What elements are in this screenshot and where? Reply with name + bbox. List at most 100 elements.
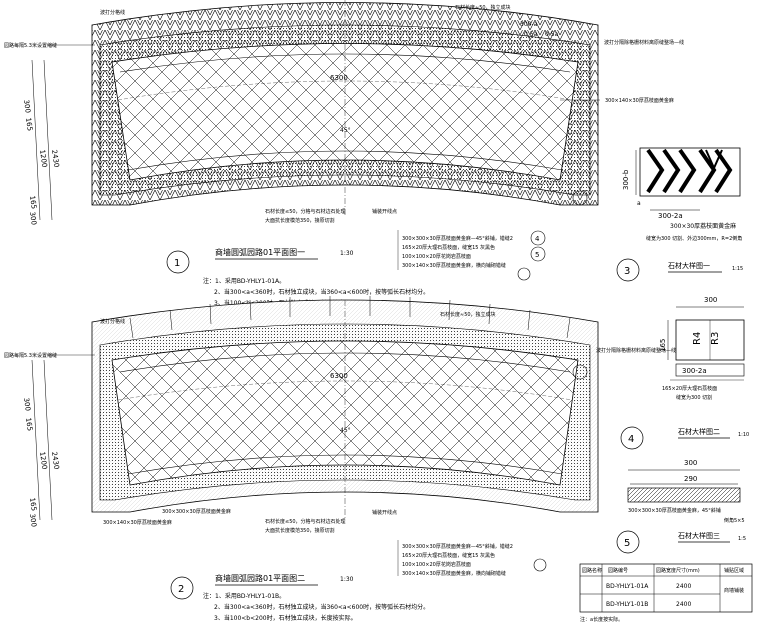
plan2-note-3: 3、当100<b<200时，石材独立成块，长度按实际。	[214, 614, 357, 622]
detail2-dim-left: 165	[659, 339, 667, 352]
plan2-note-1: 注：1、采用BD-YHLY1-01B。	[203, 592, 285, 600]
plan1-marker-4: 4	[535, 235, 540, 243]
detail2-callout-2: 缝宽为300 切割	[676, 394, 712, 401]
plan2-note-2: 2、当300<a<360时，石材独立成块，当360<a<600时，按等弧长石材均…	[214, 603, 429, 611]
detail2-callout-1: 165×20厚大理石荔枝面	[662, 385, 717, 392]
plan2-paving-callout-2: 300×140×30厚荔枝面黄金麻	[103, 519, 172, 526]
table-row1-width: 2400	[676, 583, 691, 590]
detail1-num: 3	[624, 266, 630, 277]
plan1-note-2: 2、当300<a<360时，石材独立成块，当360<a<600时，按等弧长石材均…	[214, 288, 429, 296]
plan1-legend-3: 100×100×20厚花岗岩荔枝面	[402, 253, 471, 260]
plan1-marker-5: 5	[535, 251, 539, 259]
detail1-dim-side: 300-b	[622, 169, 630, 190]
plan2-stone-right-label: 波打分隔除格栅材料离原缝整场—线	[596, 347, 676, 354]
plan2-title: 商墙圆弧园路01平面图二	[215, 573, 305, 583]
plan2-legend-2: 165×20厚大理石荔枝面，缝宽15 灰黑色	[402, 552, 495, 559]
plan2-dim-165b: 165	[28, 497, 38, 511]
table-header-1: 园路名称	[582, 567, 602, 574]
detail3-scale: 1:5	[738, 536, 746, 542]
table-merged-cell: 商墙铺装	[724, 587, 744, 594]
detail3-num: 5	[624, 538, 630, 549]
plan1-num-circle	[166, 250, 190, 274]
plan1-num: 1	[174, 258, 180, 269]
plan1-edge-note: 园路每隔5.3米设置缩缝	[4, 42, 57, 49]
plan1-joint-line: 铺装开线点	[372, 208, 397, 215]
table-footnote: 注：a长度按实际。	[580, 616, 623, 623]
plan1-dim-165b: 165	[28, 195, 38, 209]
detail-3: 300 290 300×300×30厚荔枝面黄金麻，45°斜铺 倒角5×5 5 …	[616, 459, 746, 554]
table-header-2: 园路编号	[608, 567, 628, 574]
plan2-bond-line-label: 波打分格线	[100, 318, 125, 325]
detail2-r-right: R3	[710, 332, 721, 345]
plan1-stone-bottom-2: 大面抗长度模范350，接原切割	[265, 217, 335, 224]
plan2-num: 2	[178, 584, 184, 595]
detail1-note: 缝宽为300 切割、外边300mm，R=2倒角	[646, 235, 742, 242]
plan2-left-dims: 300 165 1200 165 300 2430	[22, 359, 60, 528]
plan1-scale: 1:30	[340, 250, 354, 257]
detail1-dim-small: a	[637, 200, 641, 207]
plan2-stone-bottom-2: 大面抗长度模范350，接原切割	[265, 527, 335, 534]
plan2-legend: 300×300×30厚荔枝面黄金麻—45°斜铺，错缝2 165×20厚大理石荔枝…	[397, 540, 513, 577]
plan2-dim-1200: 1200	[38, 451, 48, 470]
plan1-left-dims: 300 165 1200 165 300 2430	[22, 59, 60, 226]
detail2-dim-top: 300	[704, 296, 717, 304]
plan2-stone-top-label: 石材长度≈50，独立成块	[440, 311, 496, 318]
plan2-paving-callout-1: 300×300×30厚荔枝面黄金麻	[162, 508, 231, 515]
plan2-dim-2430: 2430	[50, 451, 60, 470]
table-row1-code: BD-YHLY1-01A	[606, 583, 649, 590]
plan1-paving-callout: 300×140×30厚荔枝面黄金麻	[605, 97, 674, 104]
plan2-legend-1: 300×300×30厚荔枝面黄金麻—45°斜铺，错缝2	[402, 543, 513, 550]
detail2-title: 石材大样图二	[678, 427, 720, 436]
detail2-num: 4	[628, 434, 634, 445]
plan2-block-ring	[129, 296, 571, 339]
plan1-legend-1: 300×300×30厚荔枝面黄金麻—45°斜铺，错缝2	[402, 235, 513, 242]
plan2-dim-165: 165	[24, 417, 34, 431]
plan2-legend-4: 300×140×30厚荔枝面黄金麻，横向铺砌错缝	[402, 570, 506, 577]
plan1-bond-line-label: 波打分格线	[100, 9, 125, 16]
detail-1: 300-b a 300-2a 300×30厚荔枝面黄金麻 缝宽为300 切割、外…	[616, 147, 743, 282]
detail3-dim-top: 300	[684, 459, 697, 467]
plan2-stone-bottom-1: 石材长度≤50，分格与石材边石处理	[265, 518, 346, 525]
plan-2: 300 165 1200 165 300 2430 园路每隔5.3米设置缩缝 波…	[4, 296, 676, 622]
plan1-dim-05a: 0.5a	[524, 31, 538, 38]
plan2-angle: 45°	[340, 427, 351, 434]
plan1-legend-4: 300×140×30厚荔枝面黄金麻，横向铺砌错缝	[402, 262, 506, 269]
plan2-width-dim: 6300	[330, 372, 348, 380]
plan1-dim-2430: 2430	[50, 149, 60, 168]
detail2-dim-inner: 300-2a	[682, 367, 707, 375]
detail1-dim-bottom: 300-2a	[658, 212, 683, 220]
table-header-3: 园路宽度尺寸(mm)	[656, 567, 700, 574]
plan1-dim-165: 165	[24, 117, 34, 131]
detail1-scale: 1:15	[732, 266, 743, 272]
detail2-r-left: R4	[692, 332, 703, 345]
plan1-dim-05a-b: 0.5a	[545, 31, 559, 38]
detail3-callout: 300×300×30厚荔枝面黄金麻，45°斜铺	[628, 507, 721, 514]
plan1-stone-bottom-1: 石材长度≤50，分格与石材边石处理	[265, 208, 346, 215]
plan1-stone-top-label: 石材长度≈50，独立成块	[455, 4, 511, 11]
plan1-dim-1200: 1200	[38, 149, 48, 168]
plan2-legend-3: 100×100×20厚花岗岩荔枝面	[402, 561, 471, 568]
detail-2: 300 165 R4 R3 300-2a 165×20厚大理石荔枝面 缝宽为30…	[620, 296, 749, 450]
plan1-dim-300a: 300-a	[520, 21, 538, 28]
plan2-edge-note: 园路每隔5.3米设置缩缝	[4, 352, 57, 359]
plan-1: 300 165 1200 165 300 2430 园路每隔5.3米设置缩缝 波…	[4, 0, 684, 307]
plan1-dim-300b: 300	[28, 211, 38, 225]
plan1-stone-right-label: 波打分隔除格栅材料离原缝整场—线	[604, 39, 684, 46]
roads-table: 园路名称 园路编号 园路宽度尺寸(mm) 铺贴区域 BD-YHLY1-01A 2…	[579, 563, 753, 623]
plan2-dim-300b: 300	[28, 513, 38, 527]
plan2-dim-300: 300	[22, 397, 32, 411]
plan1-note-1: 注：1、采用BD-YHLY1-01A。	[203, 277, 285, 285]
plan1-legend-2: 165×20厚大理石荔枝面，缝宽15 灰黑色	[402, 244, 495, 251]
plan2-num-circle	[170, 576, 194, 600]
detail3-dim-mid: 290	[684, 475, 697, 483]
plan1-angle: 45°	[340, 127, 351, 134]
detail1-callout: 300×30厚荔枝面黄金麻	[670, 222, 736, 230]
detail1-title: 石材大样图一	[668, 261, 710, 270]
plan2-joint-line: 铺装开线点	[372, 509, 397, 516]
plan1-width-dim: 6300	[330, 74, 348, 82]
table-row2-code: BD-YHLY1-01B	[606, 601, 648, 608]
table-row2-width: 2400	[676, 601, 691, 608]
detail2-scale: 1:10	[738, 432, 749, 438]
detail3-title: 石材大样图三	[678, 531, 720, 540]
